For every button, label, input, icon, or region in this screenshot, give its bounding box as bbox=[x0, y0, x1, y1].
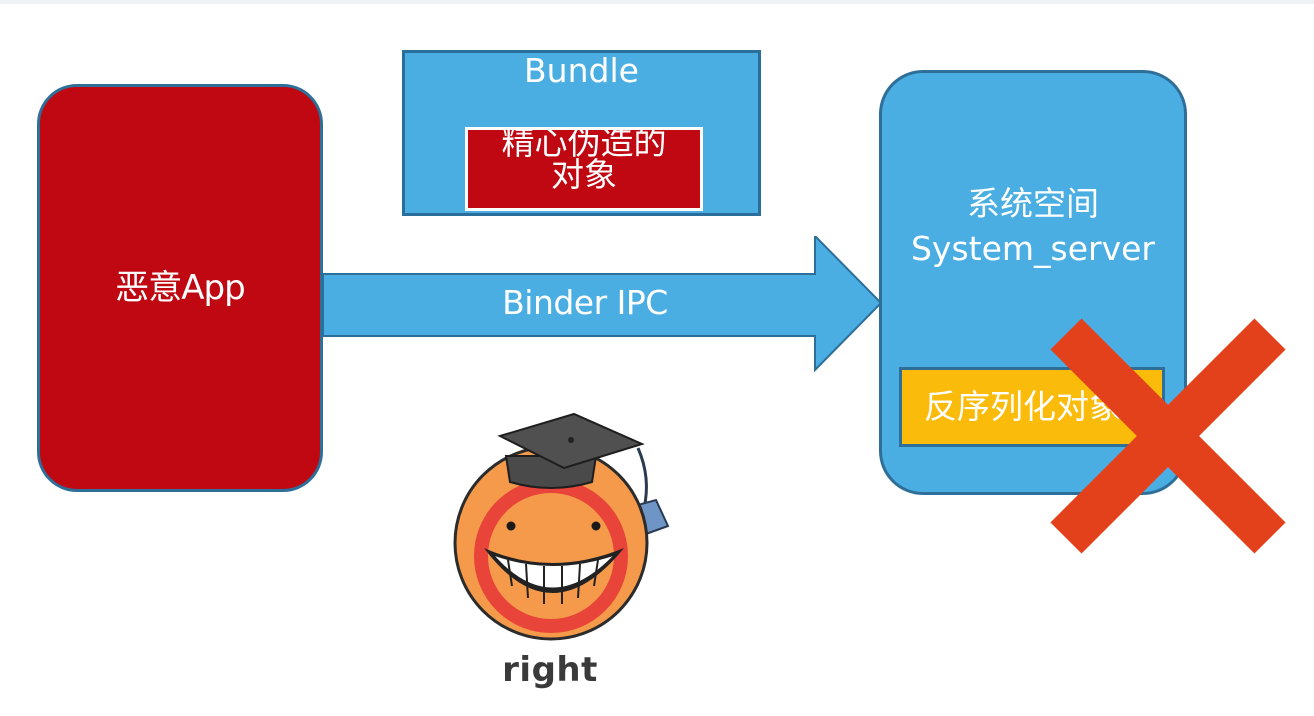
crafted-object-line1: 精心伪造的 bbox=[501, 127, 667, 162]
crafted-object-box: 精心伪造的 对象 bbox=[465, 127, 703, 211]
system-server-label: System_server bbox=[910, 229, 1156, 268]
top-divider bbox=[0, 0, 1314, 4]
binder-ipc-label: Binder IPC bbox=[502, 283, 668, 322]
mascot-caption: right bbox=[502, 650, 598, 690]
malicious-app-label: 恶意App bbox=[115, 267, 245, 308]
crafted-object-line2: 对象 bbox=[551, 155, 617, 194]
system-server-title: 系统空间 System_server bbox=[882, 181, 1184, 271]
binder-ipc-arrow bbox=[323, 236, 883, 372]
graduate-smiley-icon bbox=[453, 412, 670, 641]
malicious-app-box: 恶意App bbox=[37, 84, 323, 492]
cross-icon bbox=[1050, 318, 1286, 554]
bundle-box: Bundle 精心伪造的 对象 bbox=[402, 50, 761, 216]
system-space-label: 系统空间 bbox=[967, 184, 1099, 223]
bundle-title: Bundle bbox=[524, 51, 639, 90]
